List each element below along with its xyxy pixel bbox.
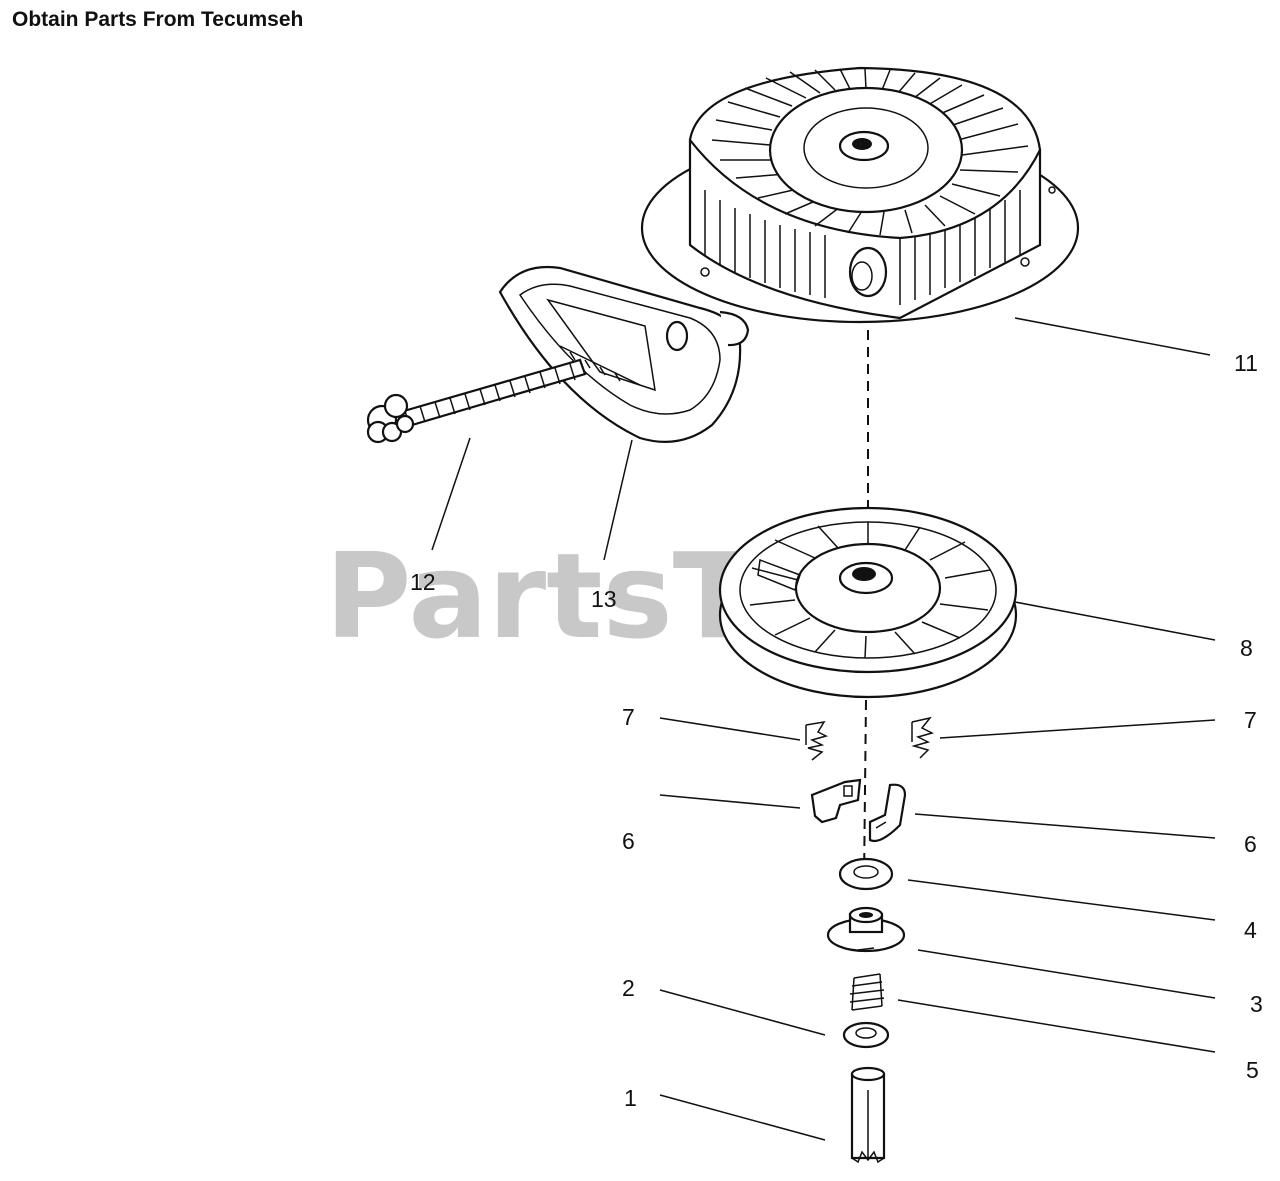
spring-icon bbox=[849, 973, 885, 1011]
leader-line-4 bbox=[907, 879, 1216, 921]
rope-icon bbox=[366, 358, 587, 444]
leader-line-2 bbox=[659, 989, 826, 1036]
starter-housing-icon bbox=[640, 66, 1080, 324]
leader-line-1 bbox=[659, 1094, 826, 1141]
label-part-6-left: 6 bbox=[622, 828, 635, 854]
leader-line-5 bbox=[897, 999, 1216, 1053]
leader-line-12 bbox=[431, 437, 471, 551]
label-part-13: 13 bbox=[591, 586, 617, 612]
washer-icon bbox=[842, 1021, 890, 1049]
dog-pawl-icon bbox=[868, 783, 907, 843]
label-part-8: 8 bbox=[1240, 635, 1253, 661]
handle-icon bbox=[498, 266, 750, 443]
pulley-icon bbox=[718, 506, 1018, 699]
leader-line-6-right bbox=[914, 813, 1216, 839]
page-title: Obtain Parts From Tecumseh bbox=[12, 8, 304, 31]
center-pin-icon bbox=[850, 1066, 886, 1164]
leader-line-7-left bbox=[659, 717, 801, 741]
leader-line-6-left bbox=[659, 794, 801, 809]
label-part-1: 1 bbox=[624, 1085, 637, 1111]
retainer-icon bbox=[826, 906, 906, 953]
label-part-7-left: 7 bbox=[622, 704, 635, 730]
label-part-7-right: 7 bbox=[1244, 707, 1257, 733]
leader-line-13 bbox=[603, 439, 633, 561]
dog-pawl-icon bbox=[810, 778, 862, 824]
assembly-axis-lower bbox=[863, 699, 867, 881]
label-part-6-right: 6 bbox=[1244, 831, 1257, 857]
label-part-12: 12 bbox=[410, 569, 436, 595]
leader-line-8 bbox=[1014, 601, 1216, 641]
washer-icon bbox=[838, 857, 894, 891]
dog-spring-icon bbox=[805, 720, 829, 761]
label-part-4: 4 bbox=[1244, 917, 1257, 943]
dog-spring-icon bbox=[911, 716, 935, 759]
label-part-11: 11 bbox=[1234, 350, 1258, 376]
leader-line-3 bbox=[917, 949, 1216, 999]
label-part-2: 2 bbox=[622, 975, 635, 1001]
label-part-3: 3 bbox=[1250, 991, 1263, 1017]
leader-line-11 bbox=[1014, 317, 1211, 356]
leader-line-7-right bbox=[939, 719, 1216, 739]
label-part-5: 5 bbox=[1246, 1057, 1259, 1083]
